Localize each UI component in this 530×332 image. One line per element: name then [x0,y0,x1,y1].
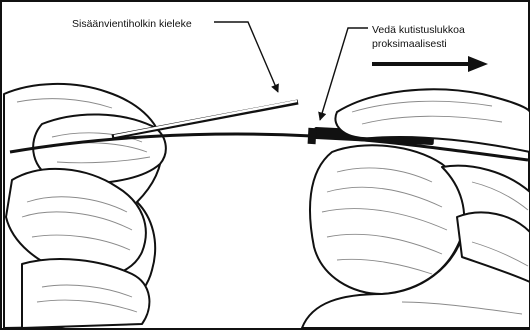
pull-lock-label: Vedä kutistuslukkoa proksimaalisesti [372,23,465,51]
left-hand [4,84,166,328]
pull-lock-label-line2: proksimaalisesti [372,37,465,51]
arrow-right-icon [372,56,488,72]
right-hand [302,89,530,328]
sheath-tab-leader [214,22,278,92]
shrink-lock-band [308,128,317,144]
sheath-tab-label: Sisäänvientiholkin kieleke [72,17,192,31]
pull-lock-label-line1: Vedä kutistuslukkoa [372,23,465,37]
